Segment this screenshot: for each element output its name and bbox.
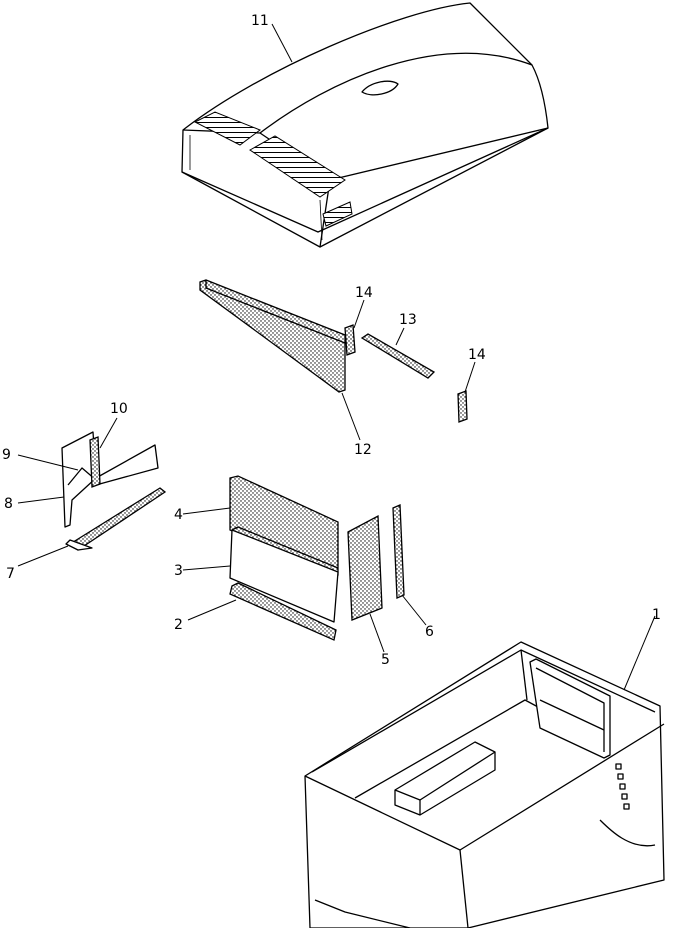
callout-2: 2 xyxy=(174,617,183,633)
leader-lines xyxy=(17,23,656,691)
part-13-bar xyxy=(360,333,436,379)
callout-10: 10 xyxy=(110,401,128,417)
part-2-rail xyxy=(229,582,337,641)
callout-12: 12 xyxy=(354,442,372,458)
callout-7: 7 xyxy=(6,566,15,582)
callout-5: 5 xyxy=(381,652,390,668)
callout-14: 14 xyxy=(355,285,373,301)
part-1-base xyxy=(304,641,665,929)
part-6-strip xyxy=(392,504,405,599)
callout-8: 8 xyxy=(4,496,13,512)
callout-6: 6 xyxy=(425,624,434,640)
callout-11: 11 xyxy=(251,13,269,29)
callout-3: 3 xyxy=(174,563,183,579)
part-14-strip-a xyxy=(344,324,356,356)
callout-9: 9 xyxy=(2,447,11,463)
part-8-bracket xyxy=(61,431,159,528)
part-11-cover xyxy=(181,2,549,248)
part-7-angle xyxy=(65,487,167,551)
callout-4: 4 xyxy=(174,507,183,523)
part-3-panel xyxy=(229,526,339,623)
callout-13: 13 xyxy=(399,312,417,328)
part-14-strip-b xyxy=(457,390,468,423)
callout-14: 14 xyxy=(468,347,486,363)
part-10-strip xyxy=(89,436,101,488)
callout-1: 1 xyxy=(652,607,661,623)
part-12-panel xyxy=(199,279,346,393)
part-5-panel xyxy=(347,514,383,621)
